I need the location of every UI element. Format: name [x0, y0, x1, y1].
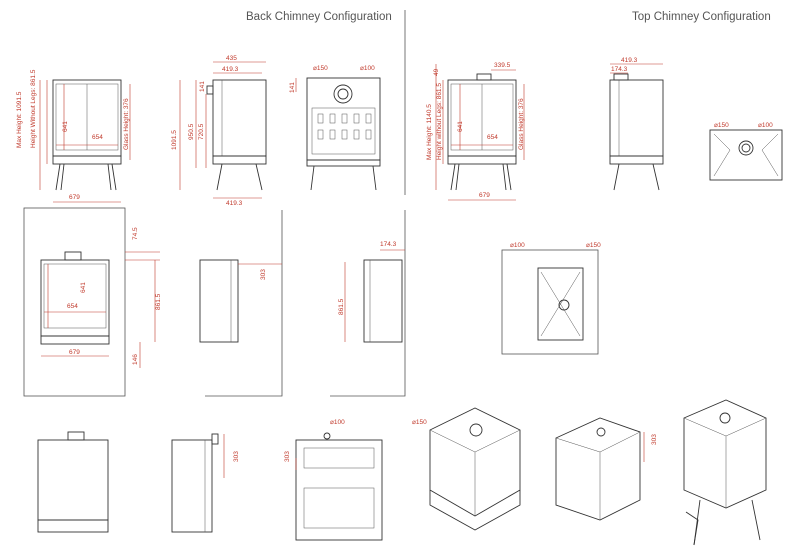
front-top-flue: 49: [433, 68, 440, 76]
bottom-d100: ⌀100: [330, 419, 345, 426]
bottom-back-view: [295, 432, 383, 541]
top-back-d100: ⌀100: [360, 65, 375, 72]
front-back-max-height: Max Height: 1091.5: [16, 91, 23, 148]
front-back-height-wo-legs: Height Without Legs: 861.5: [30, 69, 37, 148]
topview-top-d100: ⌀100: [758, 122, 773, 129]
install-side2-height: 861.5: [338, 298, 345, 315]
front-top-offset: 339.5: [494, 62, 511, 69]
side-back-depth: 419.3: [222, 66, 239, 73]
iso-view-3: [683, 399, 767, 546]
bottom-side-view: [171, 433, 225, 533]
side-back-outlet: 141: [199, 81, 206, 92]
front-view-top-chimney: [435, 64, 525, 201]
front-top-glass-width: 654: [487, 134, 498, 141]
back-view-back-chimney: [295, 77, 381, 191]
install-side2-offset: 174.3: [380, 241, 397, 248]
install-front-height: 861.5: [155, 293, 162, 310]
side-top-depth: 419.3: [621, 57, 638, 64]
topview-top-d150: ⌀150: [714, 122, 729, 129]
iso-dim: 303: [651, 434, 658, 445]
install-top-view: [501, 249, 599, 355]
side-top-offset: 174.3: [611, 66, 628, 73]
install-front-top: 74.5: [132, 227, 139, 240]
side-back-h2: 950.5: [188, 123, 195, 140]
front-back-glass-height: Glass Height: 376: [123, 98, 130, 150]
front-view-back-chimney: [39, 79, 131, 203]
install-side-clearance: 303: [260, 269, 267, 280]
side-back-h3: 720.5: [198, 123, 205, 140]
install-front-glass: 654: [67, 303, 78, 310]
front-top-max-height: Max Height: 1140.5: [426, 104, 433, 160]
bottom-back-dim: 303: [284, 451, 291, 462]
front-back-width: 679: [69, 194, 80, 201]
install-front-bottom: 146: [132, 354, 139, 365]
install-top-d150: ⌀150: [586, 242, 601, 249]
top-chimney-title: Top Chimney Configuration: [632, 11, 771, 23]
install-top-d100: ⌀100: [510, 242, 525, 249]
bottom-front-view: [37, 431, 109, 533]
top-back-d150: ⌀150: [313, 65, 328, 72]
front-top-width: 679: [479, 192, 490, 199]
side-back-total: 1091.5: [171, 130, 178, 150]
front-top-inner-height: 641: [457, 121, 464, 132]
iso-view-1: [429, 407, 521, 531]
side-view-top-chimney: [609, 63, 664, 191]
front-back-glass-width: 654: [92, 134, 103, 141]
install-front-inner: 641: [80, 282, 87, 293]
install-side-view-2: [330, 210, 406, 397]
top-view-top-chimney: [709, 129, 783, 181]
install-side-view: [199, 210, 283, 397]
front-top-glass-height: Glass Height: 376: [518, 98, 525, 150]
side-back-top-depth: 435: [226, 55, 237, 62]
front-back-inner-height: 641: [62, 121, 69, 132]
install-front-width: 679: [69, 349, 80, 356]
top-back-offset: 141: [289, 82, 296, 93]
bottom-d150: ⌀150: [412, 419, 427, 426]
front-top-height-wo-legs: Height without Legs: 861.5: [436, 83, 443, 160]
iso-view-2: [555, 417, 645, 521]
side-back-bottom-depth: 419.3: [226, 200, 243, 207]
install-front-view: [23, 207, 160, 397]
back-chimney-title: Back Chimney Configuration: [246, 11, 392, 23]
bottom-side-dim: 303: [233, 451, 240, 462]
side-view-back-chimney: [179, 61, 267, 199]
